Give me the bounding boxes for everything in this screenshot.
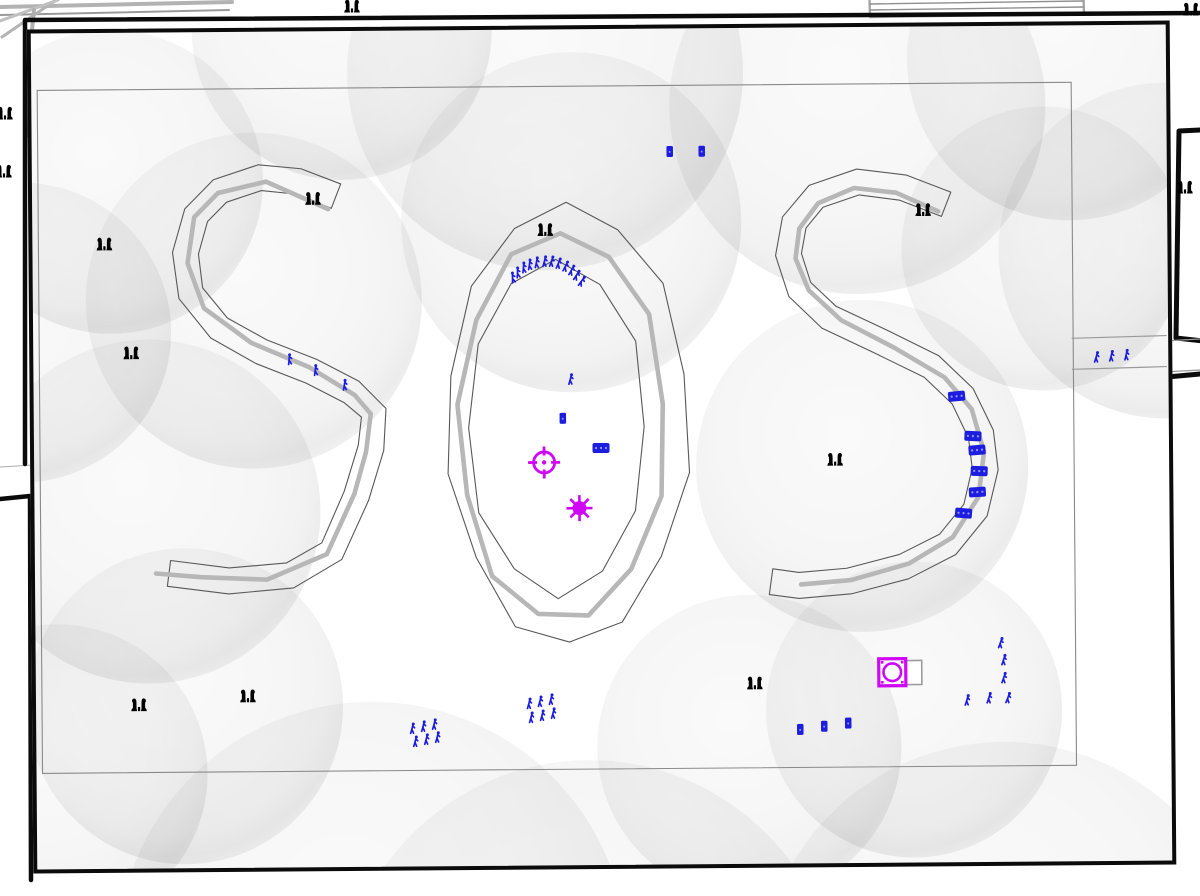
- letter-S-right-outline: [768, 168, 999, 600]
- base-circle: [882, 662, 903, 683]
- soldier-unit[interactable]: [537, 695, 544, 708]
- squad-cluster[interactable]: [970, 465, 988, 477]
- squad-cluster[interactable]: [592, 442, 610, 454]
- soldier-unit[interactable]: [521, 261, 527, 274]
- squad-cluster[interactable]: [964, 430, 982, 442]
- soldier-unit[interactable]: [313, 364, 319, 377]
- castle-tower-icon[interactable]: [123, 346, 140, 360]
- letter-O-trail: [455, 231, 666, 618]
- neighbor-frame-line: [869, 0, 1084, 5]
- squad-cluster[interactable]: [968, 486, 987, 498]
- soldier-unit[interactable]: [577, 275, 586, 287]
- soldier-unit[interactable]: [409, 722, 416, 735]
- letter-O-outer-outline: [447, 201, 691, 643]
- soldier-unit[interactable]: [431, 718, 438, 731]
- soldier-unit[interactable]: [548, 255, 555, 268]
- castle-tower-icon[interactable]: [96, 237, 113, 251]
- soldier-unit[interactable]: [1108, 349, 1115, 362]
- page-drawing-scribble: [0, 0, 60, 23]
- soldier-unit[interactable]: [412, 735, 419, 748]
- letter-O-inner-outline: [468, 258, 645, 600]
- soldier-unit[interactable]: [567, 264, 576, 276]
- soldier-unit[interactable]: [542, 255, 548, 268]
- fog-circle: [30, 624, 208, 870]
- soldier-unit[interactable]: [548, 693, 555, 706]
- vehicle-unit[interactable]: [666, 145, 674, 157]
- soldier-unit[interactable]: [342, 378, 348, 391]
- sunburst-marker[interactable]: [566, 495, 593, 522]
- page-drawing-scribble: [0, 9, 230, 16]
- soldier-unit[interactable]: [568, 373, 574, 386]
- soldier-unit[interactable]: [515, 266, 522, 279]
- page-drawing-scribble: [0, 0, 234, 9]
- squad-cluster[interactable]: [968, 444, 986, 456]
- soldier-unit[interactable]: [509, 271, 517, 284]
- content-boundary-rect: [36, 81, 1078, 774]
- soldier-unit[interactable]: [1005, 691, 1012, 704]
- soldier-unit[interactable]: [1093, 351, 1100, 363]
- letter-S-right-trail: [793, 185, 987, 587]
- soldier-unit[interactable]: [550, 707, 557, 720]
- page-c-border: [1173, 127, 1200, 344]
- soldier-unit[interactable]: [534, 256, 540, 269]
- castle-tower-icon[interactable]: [747, 676, 763, 690]
- soldier-unit[interactable]: [572, 269, 581, 281]
- soldier-unit[interactable]: [1001, 653, 1007, 666]
- letter-S-left-trail: [153, 179, 374, 582]
- soldier-unit[interactable]: [423, 733, 430, 746]
- soldier-unit[interactable]: [562, 260, 570, 272]
- map-canvas[interactable]: [30, 24, 1173, 870]
- soldier-unit[interactable]: [1001, 671, 1008, 684]
- margin-band-line: [1071, 365, 1167, 370]
- soldier-unit[interactable]: [528, 711, 535, 724]
- soldier-unit[interactable]: [527, 258, 533, 271]
- squad-cluster[interactable]: [954, 507, 973, 519]
- castle-tower-icon[interactable]: [537, 223, 554, 236]
- fog-circle: [401, 52, 742, 393]
- vehicle-unit[interactable]: [698, 145, 706, 157]
- soldier-unit[interactable]: [539, 709, 546, 722]
- castle-tower-icon[interactable]: [305, 192, 321, 205]
- castle-tower-icon[interactable]: [240, 689, 256, 703]
- page-e-border: [0, 493, 34, 883]
- soldier-unit[interactable]: [526, 697, 533, 710]
- fog-circle: [901, 106, 1173, 391]
- soldier-unit[interactable]: [555, 257, 562, 270]
- soldier-unit[interactable]: [434, 731, 441, 744]
- castle-tower-icon[interactable]: [915, 203, 931, 217]
- page-a-inner-edge: [0, 464, 35, 468]
- fog-circle: [696, 299, 1029, 632]
- soldier-unit[interactable]: [420, 720, 427, 733]
- page-a-border: [22, 10, 1200, 467]
- letter-S-left-outline: [166, 164, 387, 595]
- soldier-unit[interactable]: [1124, 348, 1130, 361]
- margin-band-line: [1071, 334, 1167, 339]
- base-marker[interactable]: [877, 657, 923, 688]
- vehicle-unit[interactable]: [844, 717, 852, 729]
- soldier-unit[interactable]: [986, 692, 993, 704]
- castle-tower-icon[interactable]: [131, 698, 147, 712]
- soldier-unit[interactable]: [964, 694, 971, 706]
- squad-cluster[interactable]: [947, 390, 966, 402]
- target-crosshair-marker[interactable]: [528, 446, 561, 479]
- neighbor-frame-line: [869, 6, 1084, 11]
- soldier-unit[interactable]: [287, 353, 293, 366]
- main-map-page[interactable]: [26, 20, 1177, 874]
- vehicle-unit[interactable]: [559, 412, 567, 424]
- soldier-unit[interactable]: [997, 636, 1004, 649]
- castle-tower-icon[interactable]: [827, 452, 843, 466]
- page-d-edge: [1164, 371, 1200, 380]
- vehicle-unit[interactable]: [796, 723, 804, 735]
- vehicle-unit[interactable]: [820, 720, 828, 732]
